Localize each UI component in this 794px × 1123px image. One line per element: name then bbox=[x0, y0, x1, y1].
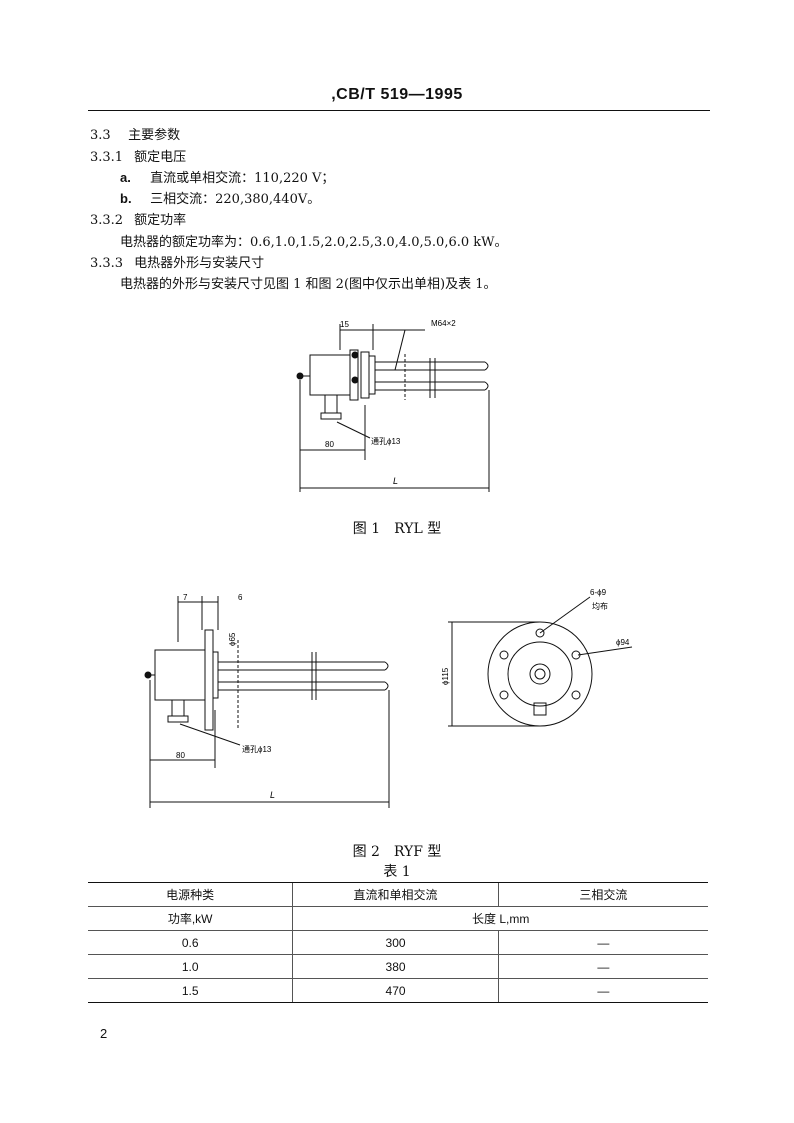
rated-power-text: 电热器的额定功率为：0.6,1.0,1.5,2.0,2.5,3.0,4.0,5.… bbox=[120, 235, 508, 250]
table-row: 0.6 300 — bbox=[88, 930, 708, 955]
section-title: 额定电压 bbox=[134, 150, 187, 165]
section-title: 额定功率 bbox=[134, 213, 187, 228]
table-header-row: 电源种类 直流和单相交流 三相交流 bbox=[88, 882, 708, 907]
section-number: 3.3.2 bbox=[90, 213, 124, 228]
header-rule bbox=[88, 110, 710, 111]
section-3-3-2: 3.3.2 额定功率 bbox=[90, 209, 186, 228]
section-3-3-3: 3.3.3 电热器外形与安装尺寸 bbox=[90, 252, 264, 271]
table-cell: 1.5 bbox=[88, 978, 293, 1003]
dim-length: L bbox=[270, 790, 275, 800]
item-a: a. 直流或单相交流：110,220 V； bbox=[120, 167, 334, 186]
dim-thread: M64×2 bbox=[431, 319, 456, 328]
dim-holes: 6-ϕ9 bbox=[590, 588, 607, 597]
dim-7: 7 bbox=[183, 593, 188, 602]
figure-1-drawing: 15 M64×2 80 L 通孔ϕ13 bbox=[296, 319, 490, 492]
hole-label: 通孔ϕ13 bbox=[371, 436, 401, 446]
item-text: 三相交流：220,380,440V。 bbox=[150, 192, 321, 207]
section-3-3-1: 3.3.1 额定电压 bbox=[90, 146, 186, 165]
table-cell: 0.6 bbox=[88, 930, 293, 955]
header-cell: 三相交流 bbox=[497, 882, 708, 907]
table-1: 电源种类 直流和单相交流 三相交流 功率,kW 长度 L,mm 0.6 300 … bbox=[88, 882, 708, 1003]
dim-length: L bbox=[393, 476, 398, 486]
hole-label: 通孔ϕ13 bbox=[242, 744, 272, 754]
table-row: 1.5 470 — bbox=[88, 978, 708, 1003]
dim-even: 均布 bbox=[592, 601, 608, 611]
table-cell: 470 bbox=[292, 978, 499, 1003]
dim-80: 80 bbox=[325, 440, 334, 449]
table-cell: — bbox=[497, 978, 708, 1003]
dim-80: 80 bbox=[176, 751, 185, 760]
item-text: 直流或单相交流：110,220 V； bbox=[150, 171, 335, 186]
table-1-title: 表 1 bbox=[383, 864, 411, 880]
table-row: 1.0 380 — bbox=[88, 954, 708, 979]
dim-6: 6 bbox=[238, 593, 243, 602]
item-label: b. bbox=[120, 191, 132, 206]
section-number: 3.3.3 bbox=[90, 256, 124, 271]
figure-2-caption: 图 2 RYF 型 bbox=[352, 844, 442, 860]
dim-115: ϕ115 bbox=[441, 667, 450, 685]
dimensions-text: 电热器的外形与安装尺寸见图 1 和图 2(图中仅示出单相)及表 1。 bbox=[120, 277, 497, 292]
table-cell: — bbox=[497, 930, 708, 955]
header-cell: 长度 L,mm bbox=[292, 906, 708, 931]
dim-94: ϕ94 bbox=[616, 638, 630, 647]
section-3-3: 3.3 主要参数 bbox=[90, 124, 180, 143]
item-label: a. bbox=[120, 170, 131, 185]
header-cell: 功率,kW bbox=[88, 906, 293, 931]
dim-65: ϕ65 bbox=[228, 632, 237, 646]
section-number: 3.3.1 bbox=[90, 150, 124, 165]
section-number: 3.3 bbox=[90, 128, 111, 143]
table-cell: 300 bbox=[292, 930, 499, 955]
figure-1-caption: 图 1 RYL 型 bbox=[352, 521, 442, 537]
dim-15: 15 bbox=[340, 320, 349, 329]
header-cell: 电源种类 bbox=[88, 882, 293, 907]
page-number: 2 bbox=[100, 1026, 108, 1041]
figure-2-side-view: 7 6 ϕ65 80 L 通孔ϕ13 bbox=[144, 593, 390, 808]
section-title: 电热器外形与安装尺寸 bbox=[134, 256, 265, 271]
item-b: b. 三相交流：220,380,440V。 bbox=[120, 188, 320, 207]
figure-2-end-view: 6-ϕ9 均布 ϕ94 ϕ115 bbox=[441, 588, 633, 727]
table-cell: — bbox=[497, 954, 708, 979]
table-subheader-row: 功率,kW 长度 L,mm bbox=[88, 906, 708, 931]
standard-number-header: ,CB/T 519—1995 bbox=[331, 86, 463, 103]
table-cell: 1.0 bbox=[88, 954, 293, 979]
table-cell: 380 bbox=[292, 954, 499, 979]
header-cell: 直流和单相交流 bbox=[292, 882, 499, 907]
section-title: 主要参数 bbox=[128, 128, 181, 143]
